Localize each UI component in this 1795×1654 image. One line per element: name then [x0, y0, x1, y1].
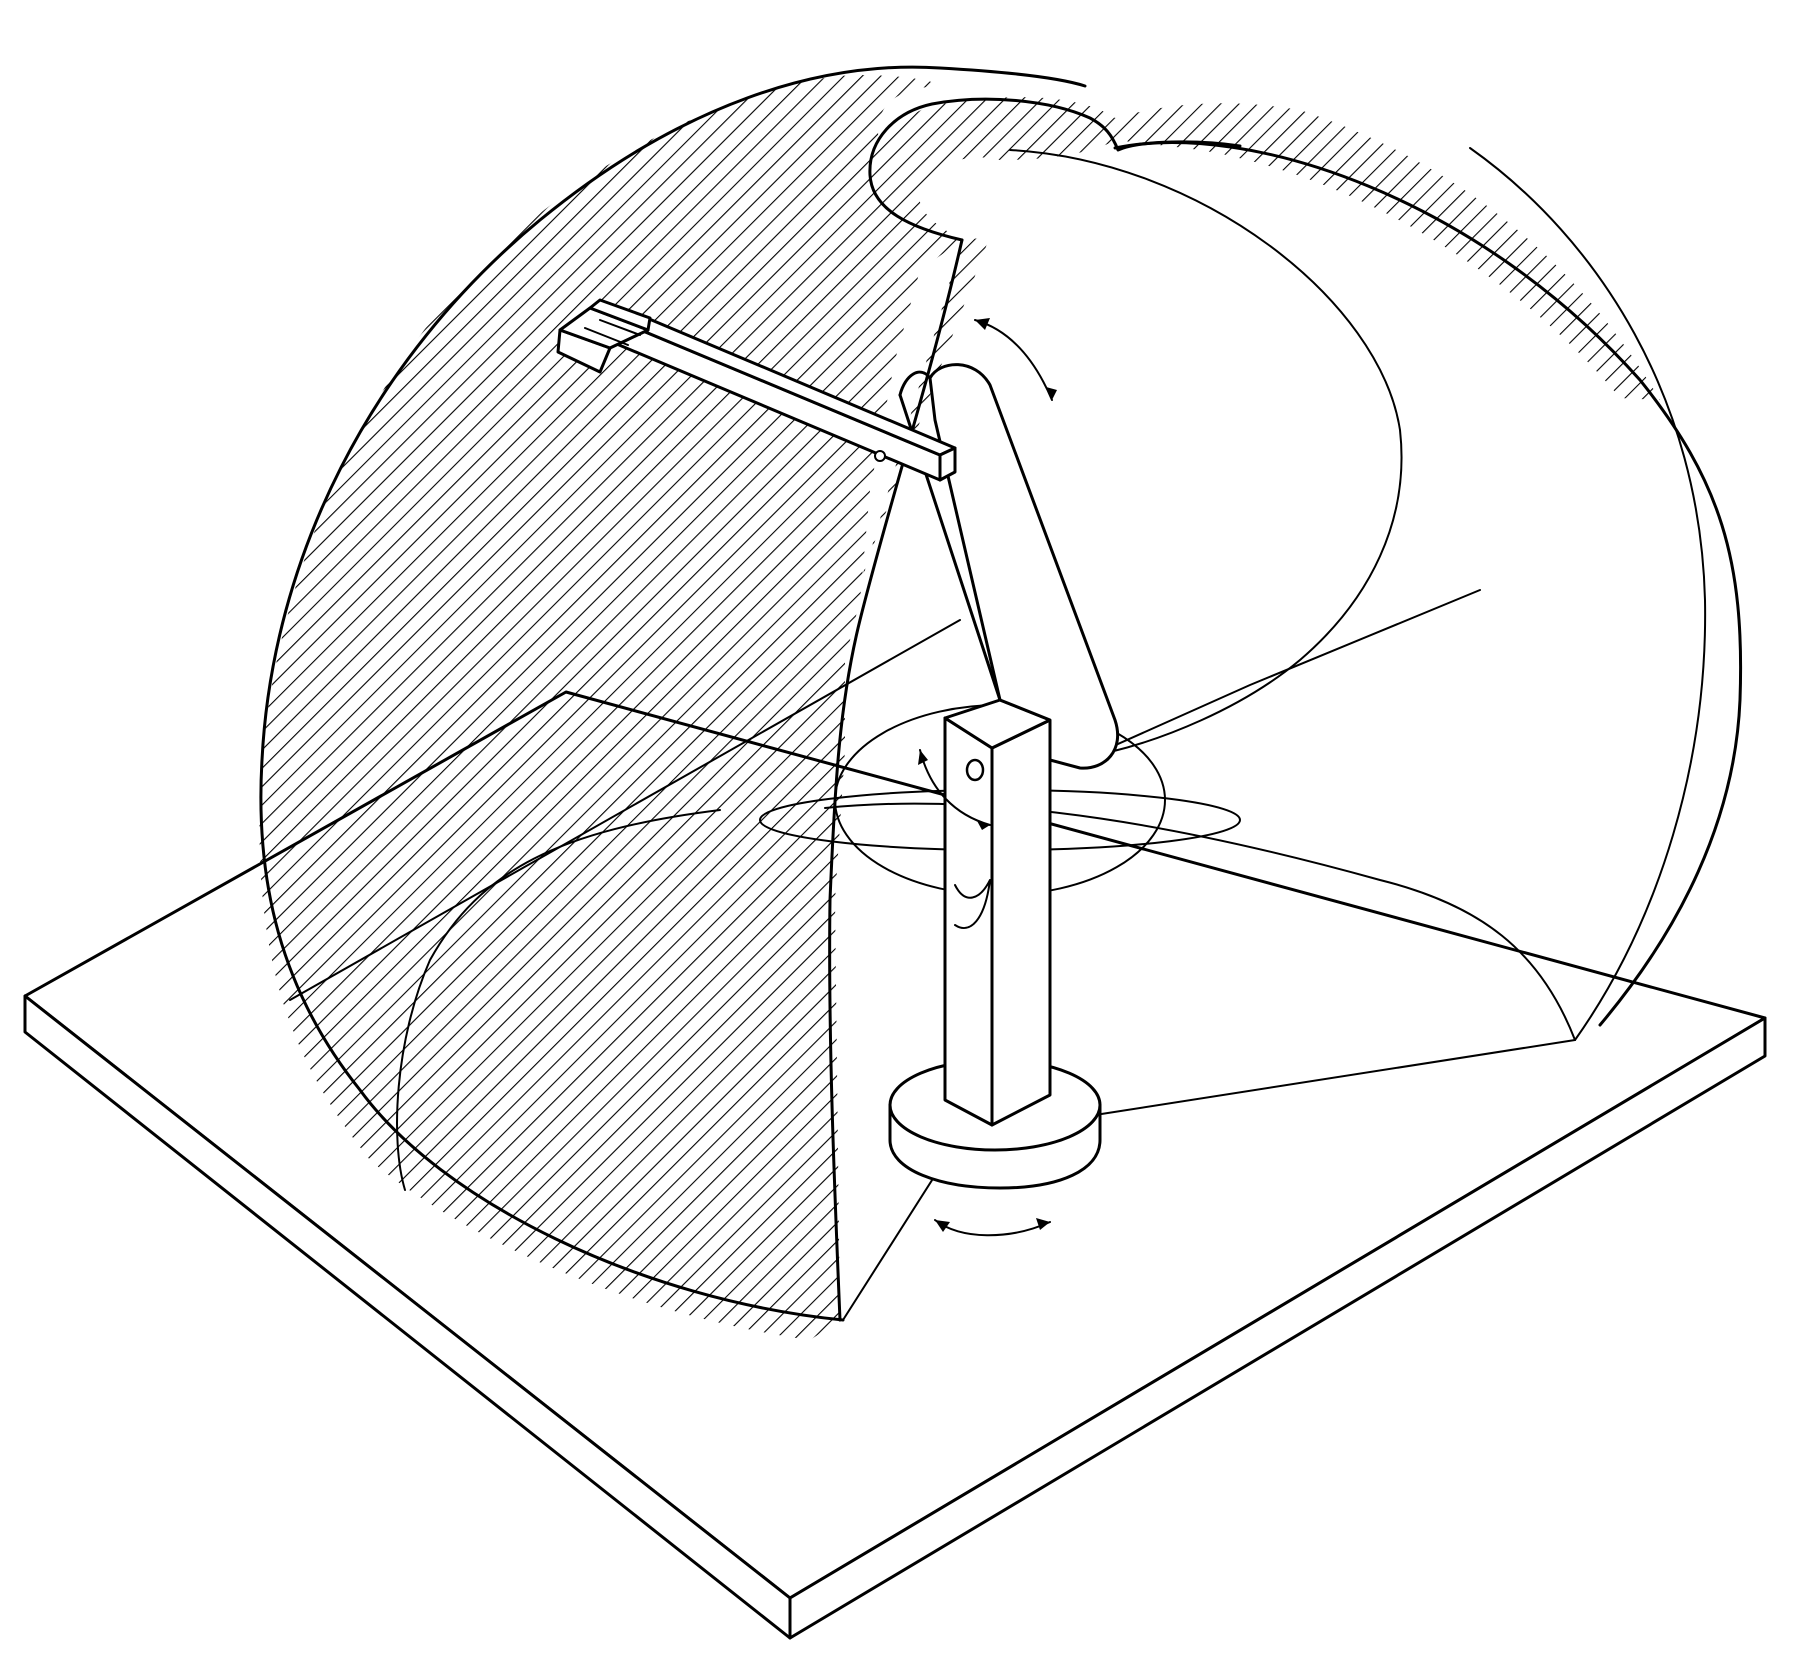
shoulder-cutout — [868, 97, 1242, 242]
upper-arm-back-edge — [898, 370, 932, 397]
base-plate-right-edge — [788, 1016, 1767, 1640]
reach-line-right — [1094, 1039, 1576, 1116]
hatched-section — [259, 75, 1660, 1340]
end-effector-icon — [556, 298, 652, 374]
envelope-outline-right — [1113, 141, 1743, 1027]
column-pivot-hole — [965, 758, 985, 782]
inner-boundary-curve — [1009, 149, 1403, 753]
column — [943, 698, 1052, 1127]
elbow-rotation-arrow-icon — [918, 749, 991, 830]
shoulder-rotation-arrow-icon — [974, 318, 1057, 401]
forearm-end-face — [938, 446, 957, 482]
base-rotation-arrow-icon — [934, 1218, 1051, 1237]
outer-right-curve — [1469, 147, 1707, 1041]
reach-line-back — [1099, 589, 1481, 753]
floor-sweep-left — [396, 809, 721, 1191]
horizontal-section-line — [289, 619, 961, 1001]
envelope-outline — [259, 65, 1087, 1322]
column-side-face — [990, 718, 1052, 1127]
cable-curve — [954, 879, 991, 929]
wrist-pivot-hole — [874, 450, 886, 462]
column-front-face — [943, 716, 994, 1127]
forearm — [610, 308, 957, 482]
upper-arm-body — [928, 363, 1120, 770]
